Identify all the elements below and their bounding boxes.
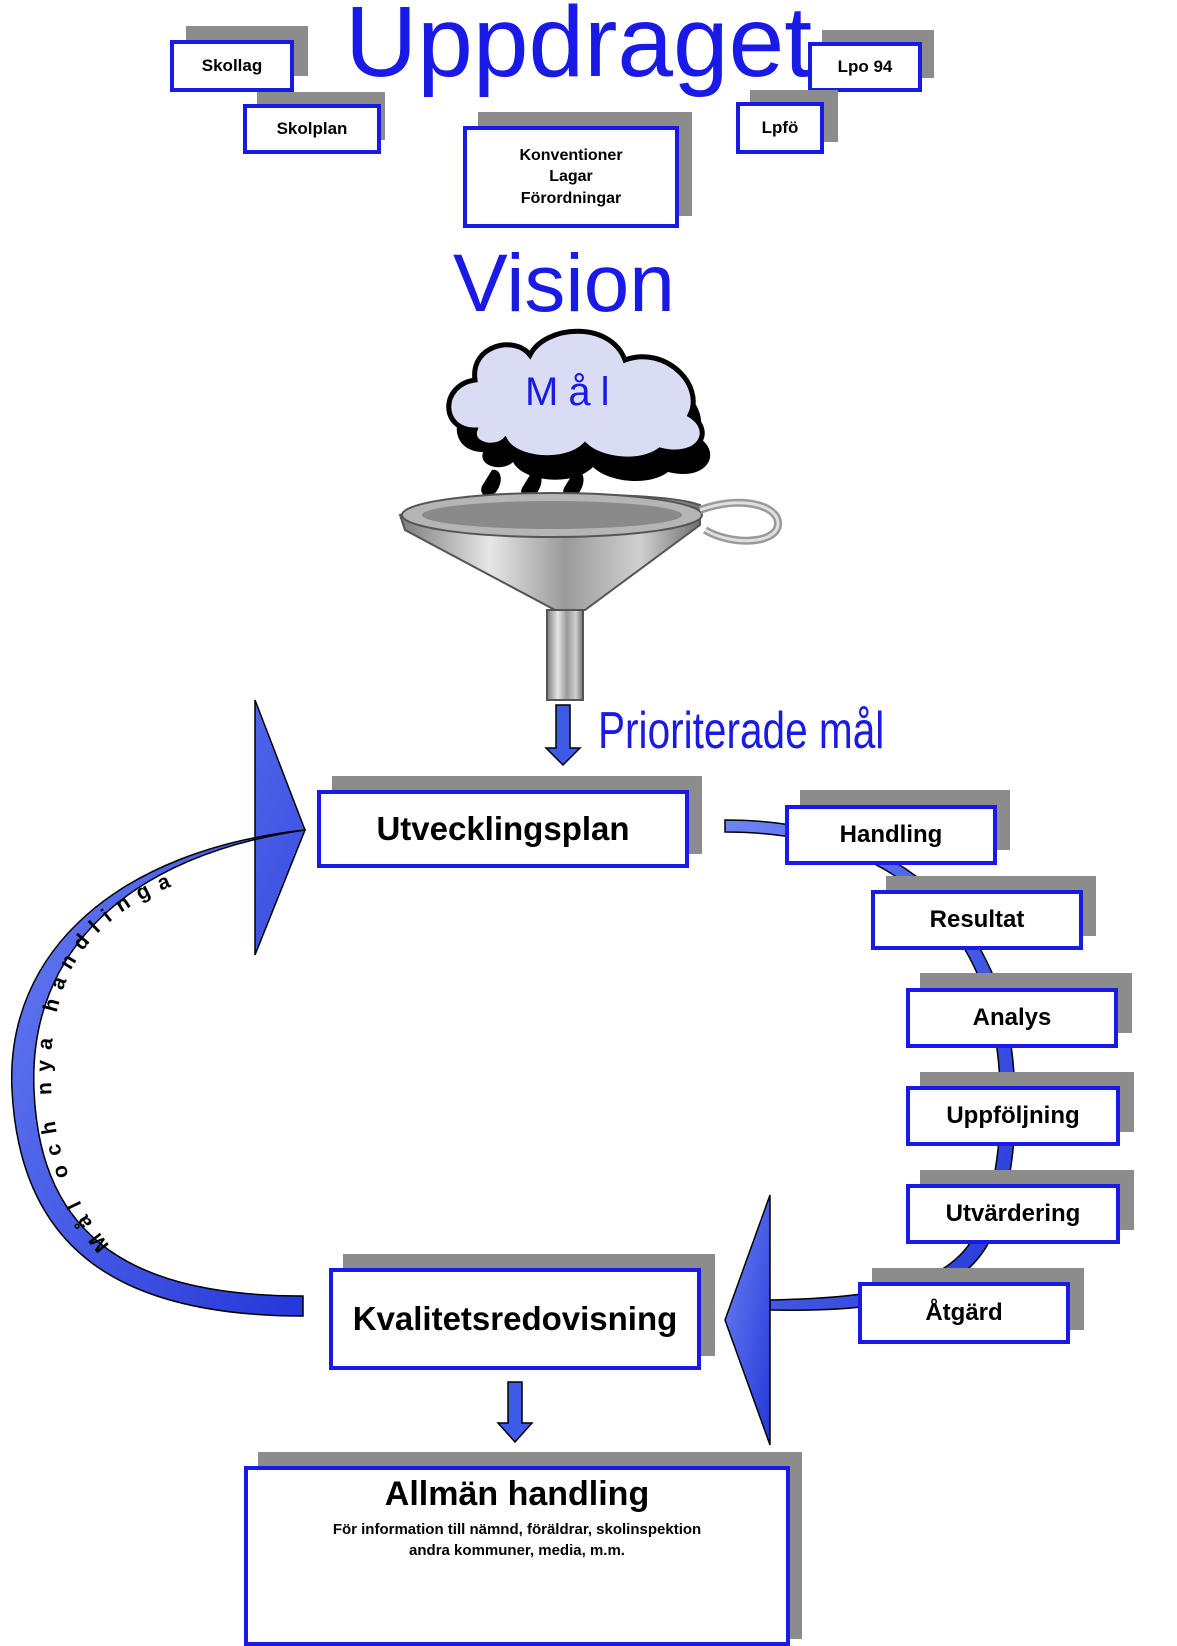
- step-label: Uppföljning: [946, 1102, 1080, 1129]
- box-label: Utvecklingsplan: [376, 810, 630, 847]
- box-konventioner: Konventioner Lagar Förordningar: [463, 126, 679, 228]
- step-label: Resultat: [929, 906, 1025, 933]
- box-lpo94: Lpo 94: [808, 42, 922, 92]
- box-line: Lagar: [549, 168, 593, 186]
- footer-line: andra kommuner, media, m.m.: [409, 1542, 625, 1560]
- box-label: Skollag: [201, 56, 263, 75]
- step-handling: Handling: [785, 805, 997, 865]
- box-lpfo: Lpfö: [736, 102, 824, 154]
- step-label: Analys: [972, 1004, 1052, 1031]
- step-label: Utvärdering: [945, 1200, 1081, 1227]
- box-allman-handling: Allmän handling För information till näm…: [244, 1466, 790, 1646]
- box-label: Kvalitetsredovisning: [352, 1300, 678, 1337]
- box-skollag: Skollag: [170, 40, 294, 92]
- box-utvecklingsplan: Utvecklingsplan: [317, 790, 689, 868]
- loop-arrow: [11, 699, 307, 1317]
- box-label: Lpo 94: [837, 57, 893, 76]
- step-uppfoljning: Uppföljning: [906, 1086, 1120, 1146]
- box-label: Skolplan: [276, 119, 348, 138]
- footer-title: Allmän handling: [384, 1475, 650, 1513]
- step-resultat: Resultat: [871, 890, 1083, 950]
- title-vision: Vision: [453, 238, 675, 329]
- step-label: Åtgärd: [925, 1299, 1003, 1326]
- step-atgard: Åtgärd: [858, 1282, 1070, 1344]
- box-line: Konventioner: [519, 146, 623, 164]
- title-prioriterade-mal: Prioriterade mål: [598, 702, 885, 760]
- footer-line: För information till nämnd, föräldrar, s…: [332, 1521, 702, 1539]
- step-analys: Analys: [906, 988, 1118, 1048]
- box-label: Lpfö: [761, 118, 799, 137]
- down-arrow-icon: [544, 704, 582, 767]
- box-line: Förordningar: [520, 189, 622, 207]
- box-skolplan: Skolplan: [243, 104, 381, 154]
- title-mal: Mål: [525, 370, 620, 414]
- down-arrow-icon: [496, 1381, 534, 1444]
- step-utvardering: Utvärdering: [906, 1184, 1120, 1244]
- funnel-icon: [398, 492, 782, 701]
- step-label: Handling: [839, 821, 943, 848]
- title-uppdraget: Uppdraget: [345, 0, 812, 98]
- box-kvalitetsredovisning: Kvalitetsredovisning: [329, 1268, 701, 1370]
